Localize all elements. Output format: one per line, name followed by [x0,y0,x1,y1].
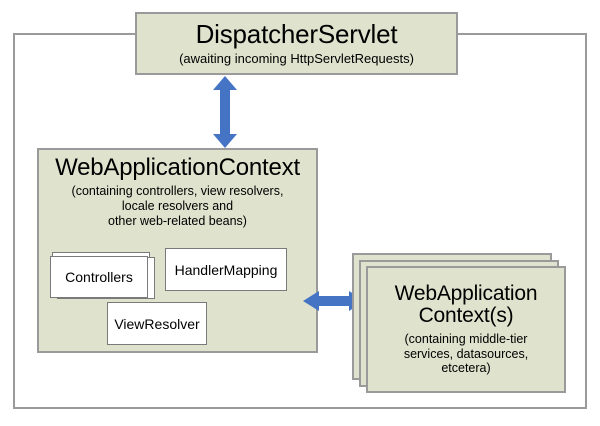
inner-box-view-resolver: ViewResolver [107,302,207,345]
inner-box-view-resolver-label: ViewResolver [114,315,200,332]
root-contexts-title-line2: Context(s) [418,303,514,327]
web-application-context-subtitle-line1: (containing controllers, view resolvers, [71,184,284,199]
root-contexts-subtitle-line2: services, datasources, [403,346,529,361]
root-contexts-title-line1: WebApplication [394,281,538,305]
root-contexts-subtitle-line3: etcetera) [441,361,491,376]
inner-box-handler-mapping-label: HandlerMapping [174,261,278,278]
connector-dispatcher-to-webappcontext [204,76,246,148]
dispatcher-servlet-subtitle: (awaiting incoming HttpServletRequests) [179,50,414,66]
root-contexts-subtitle: (containing middle-tier services, dataso… [404,332,528,376]
web-application-context-subtitle-line2: locale resolvers and [121,198,234,213]
web-application-context-subtitle-line3: other web-related beans) [108,213,247,228]
inner-box-controllers: Controllers [50,256,148,298]
web-application-context-subtitle: (containing controllers, view resolvers,… [72,184,284,228]
node-root-application-contexts: WebApplication Context(s) (containing mi… [366,266,566,393]
dispatcher-servlet-title: DispatcherServlet [195,18,398,49]
inner-box-controllers-label: Controllers [65,269,133,285]
root-contexts-subtitle-line1: (containing middle-tier [404,331,528,346]
node-dispatcher-servlet: DispatcherServlet (awaiting incoming Htt… [135,12,458,75]
web-application-context-title: WebApplicationContext [55,154,300,181]
inner-box-handler-mapping: HandlerMapping [165,248,287,291]
